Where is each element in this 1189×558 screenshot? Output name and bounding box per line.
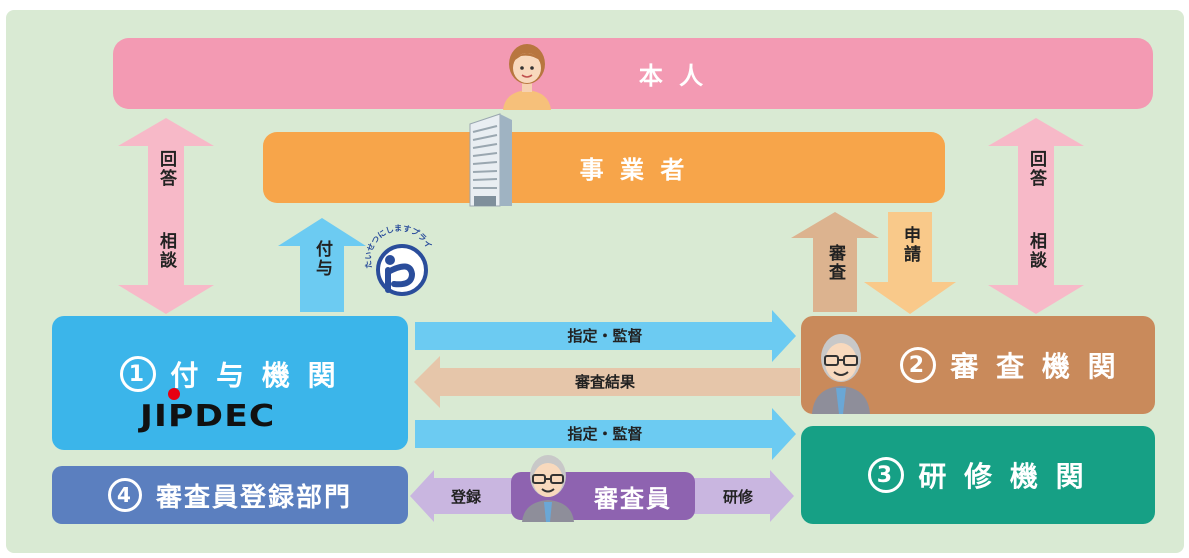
training-label: 研修 bbox=[722, 488, 753, 506]
audit-arrow bbox=[791, 212, 879, 312]
building-icon bbox=[469, 113, 512, 207]
person-avatar-icon bbox=[503, 44, 551, 110]
training-org-box: 3 研 修 機 関 bbox=[801, 426, 1155, 524]
consult-right-label-bottom: 相談 bbox=[1026, 232, 1046, 270]
review-result-label: 審査結果 bbox=[574, 373, 635, 391]
consult-right-arrow bbox=[988, 118, 1084, 314]
business-box: 事 業 者 bbox=[263, 132, 945, 203]
registration-dept-box: 4 審査員登録部門 bbox=[52, 466, 408, 524]
consult-right-label-top: 回答 bbox=[1026, 150, 1046, 188]
person-label: 本 人 bbox=[638, 62, 708, 90]
business-label: 事 業 者 bbox=[579, 156, 689, 184]
grant-org-number: 1 bbox=[120, 356, 157, 392]
reviewer-label: 審査員 bbox=[594, 484, 672, 513]
consult-left-arrow bbox=[118, 118, 214, 314]
jipdec-logo-dot-icon bbox=[168, 388, 180, 400]
register-label: 登録 bbox=[450, 488, 481, 506]
designate-training-arrow bbox=[415, 408, 796, 460]
grant-org-label: 付 与 機 関 bbox=[170, 359, 340, 392]
apply-label: 申請 bbox=[900, 226, 920, 264]
apply-arrow bbox=[864, 212, 956, 314]
consult-left-label-bottom: 相談 bbox=[156, 232, 176, 270]
reviewer-person-icon bbox=[522, 455, 574, 522]
audit-label: 審査 bbox=[825, 244, 845, 282]
privacy-mark-logo-icon: たいせつにしますプライバシー bbox=[362, 222, 433, 296]
designate-review-arrow bbox=[415, 310, 796, 362]
review-org-person-icon bbox=[812, 334, 870, 414]
review-result-arrow bbox=[414, 356, 800, 408]
training-org-number: 3 bbox=[868, 457, 905, 493]
review-org-label: 審 査 機 関 bbox=[950, 350, 1120, 383]
grant-org-box: 1 付 与 機 関 bbox=[52, 316, 408, 450]
consult-left-label-top: 回答 bbox=[156, 150, 176, 188]
designate-review-label: 指定・監督 bbox=[567, 327, 643, 345]
review-org-number: 2 bbox=[900, 347, 937, 383]
person-box: 本 人 bbox=[113, 38, 1153, 109]
grant-arrow bbox=[278, 218, 366, 312]
grant-label: 付与 bbox=[312, 240, 332, 278]
training-org-label: 研 修 機 関 bbox=[918, 460, 1088, 493]
jipdec-logo: JIPDEC bbox=[140, 388, 320, 434]
registration-dept-number: 4 bbox=[107, 478, 142, 512]
designate-training-label: 指定・監督 bbox=[567, 425, 643, 443]
registration-dept-label: 審査員登録部門 bbox=[155, 482, 352, 513]
jipdec-logo-text: JIPDEC bbox=[140, 399, 276, 434]
